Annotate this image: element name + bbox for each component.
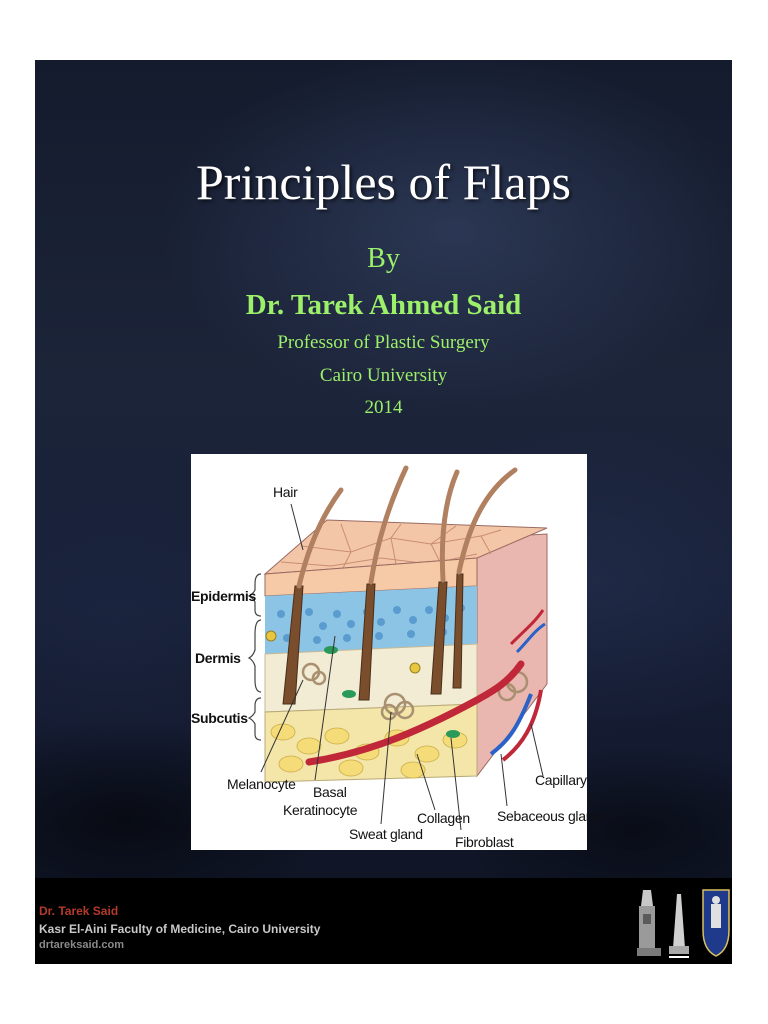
slide-year: 2014 [364, 397, 403, 418]
label-fibroblast: Fibroblast [455, 834, 514, 850]
label-epidermis: Epidermis [191, 588, 256, 604]
label-melanocyte: Melanocyte [227, 776, 296, 792]
kasr-alainy-tower-logo [669, 894, 689, 958]
label-subcutis: Subcutis [191, 710, 248, 726]
label-dermis: Dermis [195, 650, 241, 666]
skin-anatomy-figure: Hair Epidermis Dermis Subcutis Melanocyt… [191, 454, 601, 850]
label-collagen: Collagen [417, 810, 470, 826]
author-institution: Cairo University [319, 365, 448, 386]
footer-author-name: Dr. Tarek Said [39, 904, 119, 918]
label-basal: Basal [313, 784, 347, 800]
pharaoh-statue-logo [637, 890, 661, 956]
slide: Principles of Flaps By Dr. Tarek Ahmed S… [35, 60, 732, 964]
cairo-university-crest-logo [702, 889, 730, 957]
label-hair: Hair [273, 484, 298, 500]
label-sweat-gland: Sweat gland [349, 826, 423, 842]
footer-bar: Dr. Tarek Said Kasr El-Aini Faculty of M… [35, 878, 732, 964]
by-label: By [367, 243, 400, 274]
label-sebaceous-gland: Sebaceous gland [497, 808, 601, 824]
author-name: Dr. Tarek Ahmed Said [245, 289, 522, 321]
label-capillary: Capillary [535, 772, 587, 788]
footer-logos [637, 889, 730, 958]
slide-title: Principles of Flaps [196, 154, 571, 210]
label-keratinocyte: Keratinocyte [283, 802, 358, 818]
footer-faculty: Kasr El-Aini Faculty of Medicine, Cairo … [39, 922, 321, 936]
footer-website: drtareksaid.com [39, 939, 124, 951]
author-position: Professor of Plastic Surgery [277, 332, 490, 353]
skin-cross-section-illustration [247, 465, 548, 831]
